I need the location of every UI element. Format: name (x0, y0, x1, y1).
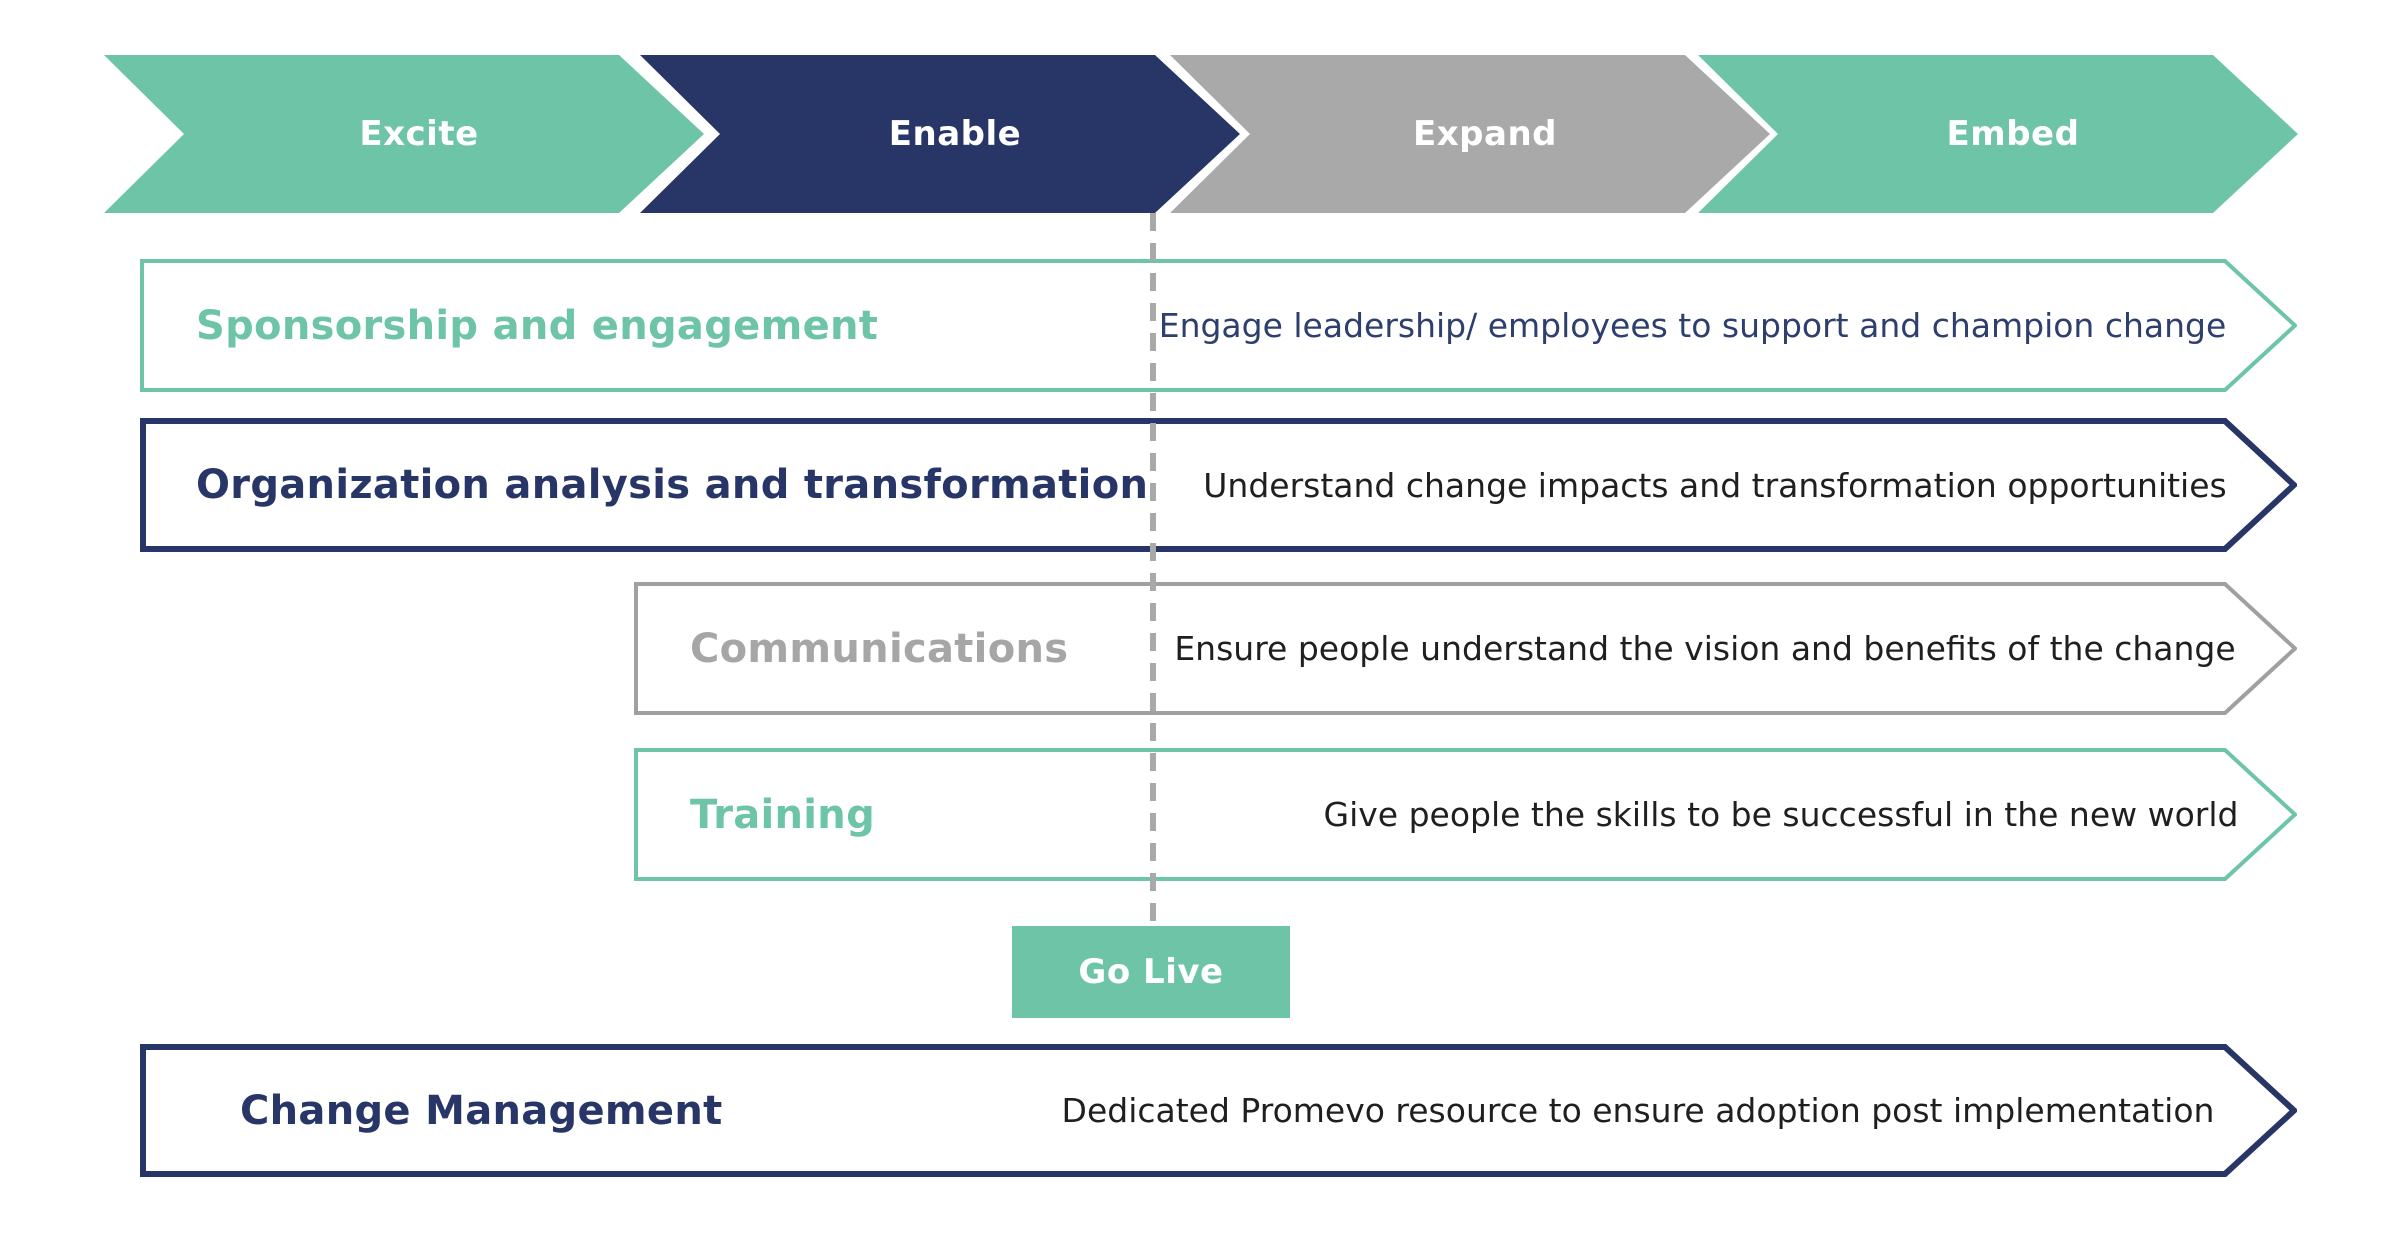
arrow-outline (634, 582, 2297, 715)
go-live-badge: Go Live (1012, 926, 1290, 1018)
arrow-outline (140, 259, 2297, 392)
go-live-label: Go Live (1078, 952, 1224, 992)
workstream-label: Change Management (240, 1087, 723, 1134)
arrow-outline (140, 418, 2297, 552)
workstream-row-communications: Communications Ensure people understand … (634, 582, 2297, 715)
workstream-label: Sponsorship and engagement (196, 302, 879, 349)
workstream-label: Organization analysis and transformation (196, 462, 1149, 508)
workstream-row-sponsorship: Sponsorship and engagement Engage leader… (140, 259, 2297, 392)
workstream-description: Understand change impacts and transforma… (1203, 465, 2227, 505)
phase-label: Enable (888, 114, 1022, 154)
arrow-outline (140, 1044, 2297, 1177)
phase-label: Expand (1413, 114, 1557, 154)
workstream-label: Communications (690, 625, 1069, 672)
arrow-outline (634, 748, 2297, 881)
workstream-description: Give people the skills to be successful … (1323, 795, 2239, 834)
workstream-description: Engage leadership/ employees to support … (1158, 306, 2227, 345)
workstream-row-organization: Organization analysis and transformation… (140, 418, 2297, 552)
workstream-row-training: Training Give people the skills to be su… (634, 748, 2297, 881)
workstream-label: Training (690, 791, 876, 838)
phase-label: Embed (1946, 114, 2080, 154)
workstream-description: Dedicated Promevo resource to ensure ado… (1061, 1091, 2215, 1130)
phase-label: Excite (359, 114, 479, 154)
workstream-row-change-management: Change Management Dedicated Promevo reso… (140, 1044, 2297, 1177)
go-live-timeline-divider (1150, 213, 1156, 926)
workstream-description: Ensure people understand the vision and … (1174, 629, 2236, 668)
phase-chevron-enable: Enable (640, 55, 1240, 213)
phase-chevron-embed: Embed (1698, 55, 2298, 213)
phase-chevron-excite: Excite (104, 55, 704, 213)
phase-chevron-expand: Expand (1170, 55, 1770, 213)
